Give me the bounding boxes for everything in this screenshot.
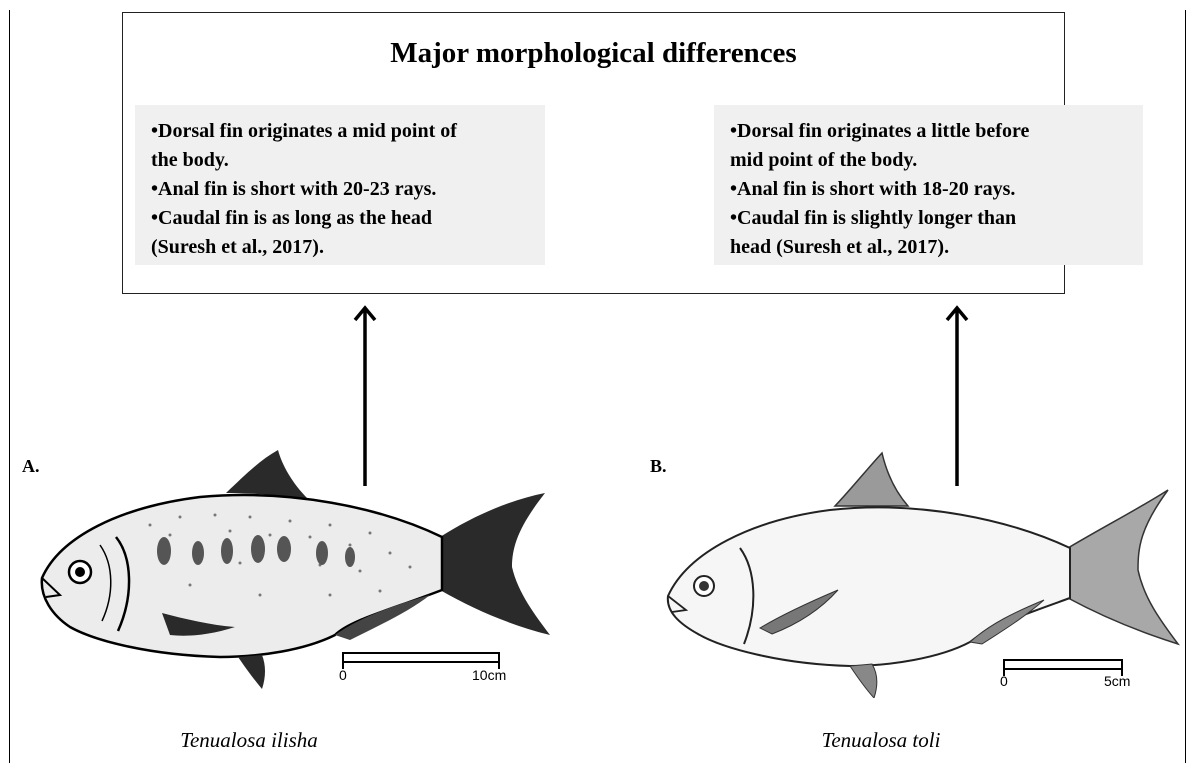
scale-start-label-b: 0 — [1000, 673, 1008, 689]
scale-end-label-b: 5cm — [1104, 673, 1130, 689]
trait-line: •Dorsal fin originates a little before — [730, 117, 1129, 146]
figure-frame-left — [9, 10, 10, 763]
species-name-toli: Tenualosa toli — [731, 728, 1031, 753]
trait-line: •Caudal fin is as long as the head — [151, 204, 531, 233]
trait-line: (Suresh et al., 2017). — [151, 233, 531, 262]
differences-box: Major morphological differences •Dorsal … — [122, 12, 1065, 294]
differences-title: Major morphological differences — [123, 37, 1064, 70]
traits-panel-toli: •Dorsal fin originates a little before m… — [714, 105, 1143, 265]
trait-line: •Caudal fin is slightly longer than — [730, 204, 1129, 233]
trait-line: mid point of the body. — [730, 146, 1129, 175]
scale-end-label-a: 10cm — [472, 667, 506, 683]
trait-line: the body. — [151, 146, 531, 175]
trait-line: head (Suresh et al., 2017). — [730, 233, 1129, 262]
trait-line: •Anal fin is short with 18-20 rays. — [730, 175, 1129, 204]
trait-line: •Anal fin is short with 20-23 rays. — [151, 175, 531, 204]
species-name-ilisha: Tenualosa ilisha — [99, 728, 399, 753]
trait-line: •Dorsal fin originates a mid point of — [151, 117, 531, 146]
traits-panel-ilisha: •Dorsal fin originates a mid point of th… — [135, 105, 545, 265]
scale-start-label-a: 0 — [339, 667, 347, 683]
figure-frame-right — [1185, 10, 1186, 763]
